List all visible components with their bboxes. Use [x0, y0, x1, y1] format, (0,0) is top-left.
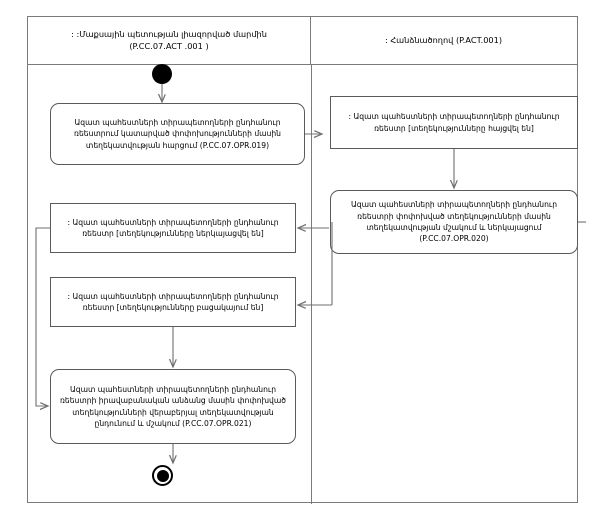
final-node-inner: [156, 469, 169, 482]
object-node-register-absent[interactable]: : Ազատ պահեստների տիրապետողների ընդհանու…: [50, 277, 296, 327]
swimlane-left-title-line2: (P.CC.07.ACT .001 ): [129, 40, 209, 51]
object-node-register-requested-label: : Ազատ պահեստների տիրապետողների ընդհանու…: [348, 112, 560, 133]
action-node-opr-020[interactable]: Ազատ պահեստների տիրապետողների ընդհանուր …: [330, 190, 578, 254]
swimlane-header-right: : Հանձնածողով (P.ACT.001): [311, 17, 576, 64]
swimlane-right-title-line1: : Հանձնածողով (P.ACT.001): [384, 34, 503, 45]
swimlane-left-title-line1: : :Մաքսային պետության լիազորված մարմին: [71, 28, 267, 39]
action-node-opr-021-label: Ազատ պահեստների տիրապետողների ընդհանուր …: [60, 384, 286, 428]
object-node-register-requested[interactable]: : Ազատ պահեստների տիրապետողների ընդհանու…: [330, 96, 578, 149]
action-node-opr-020-label: Ազատ պահեստների տիրապետողների ընդհանուր …: [350, 200, 558, 244]
object-node-register-presented-label: : Ազատ պահեստների տիրապետողների ընդհանու…: [67, 217, 279, 238]
swimlane-header-row: : :Մաքսային պետության լիազորված մարմին (…: [28, 17, 577, 65]
swimlane-header-left: : :Մաքսային պետության լիազորված մարմին (…: [28, 17, 311, 64]
object-node-register-presented[interactable]: : Ազատ պահեստների տիրապետողների ընդհանու…: [50, 203, 296, 253]
action-node-opr-019[interactable]: Ազատ պահեստների տիրապետողների ընդհանուր …: [50, 103, 305, 165]
swimlane-vertical-divider: [311, 65, 312, 504]
action-node-opr-019-label: Ազատ պահեստների տիրապետողների ընդհանուր …: [74, 117, 281, 150]
object-node-register-absent-label: : Ազատ պահեստների տիրապետողների ընդհանու…: [67, 291, 279, 312]
action-node-opr-021[interactable]: Ազատ պահեստների տիրապետողների ընդհանուր …: [50, 369, 296, 444]
initial-node: [152, 64, 172, 84]
final-node: [152, 465, 173, 486]
